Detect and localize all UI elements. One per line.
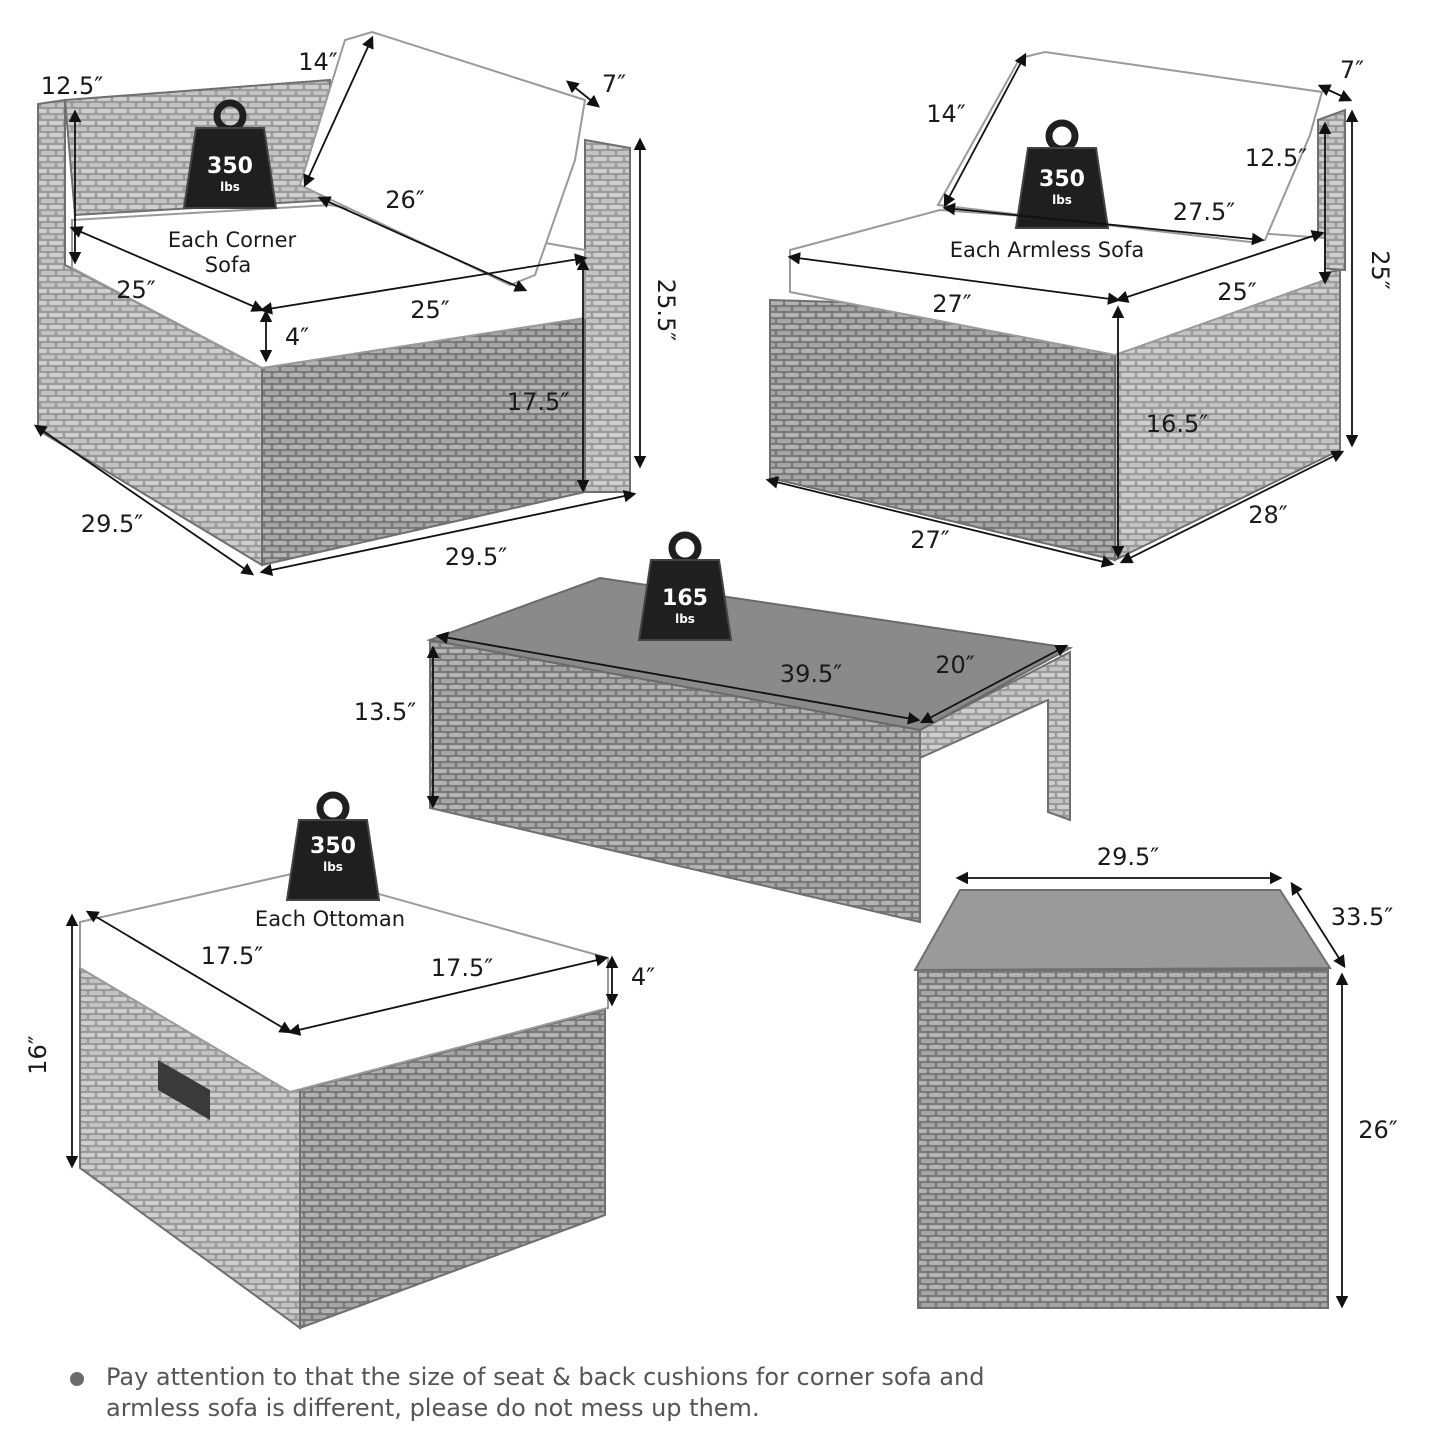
armless-sofa-caption: Each Armless Sofa: [950, 238, 1145, 262]
corner-sofa-arm: [584, 138, 631, 493]
corner-sofa-back-cushion-depth-label: 7″: [602, 70, 626, 98]
corner-sofa-caption-2: Sofa: [205, 253, 251, 277]
armless-sofa-back-cushion-depth-label: 7″: [1340, 56, 1364, 84]
armless-sofa-weight-value: 350: [1039, 167, 1085, 192]
ottoman-caption: Each Ottoman: [255, 907, 405, 931]
ottoman-right-label: 17.5″: [431, 954, 493, 982]
armless-sofa-total-height-label: 25″: [1366, 250, 1394, 290]
corner-sofa-weight-unit: lbs: [220, 180, 240, 194]
storage-box-width-label: 29.5″: [1097, 843, 1159, 871]
table-height-label: 13.5″: [354, 698, 416, 726]
armless-sofa-seat-width-label: 27″: [932, 290, 972, 318]
corner-sofa-arm-height-label: 12.5″: [41, 72, 103, 100]
corner-sofa-base-left-label: 29.5″: [81, 510, 143, 538]
storage-box-top: [913, 889, 1332, 972]
corner-sofa-seat-left-label: 25″: [116, 276, 156, 304]
ottoman-weight-icon: 350 lbs: [287, 795, 379, 900]
ottoman-handle: [158, 1060, 210, 1120]
cushion-note: Pay attention to that the size of seat &…: [106, 1363, 985, 1422]
storage-box: 29.5″ 33.5″ 26″: [913, 843, 1398, 1309]
corner-sofa-caption: Each Corner: [168, 228, 297, 252]
corner-sofa-seat-height-label: 17.5″: [507, 388, 569, 416]
armless-sofa-back-cushion-height-label: 14″: [926, 100, 966, 128]
table-width-label: 20″: [935, 651, 975, 679]
table-length-label: 39.5″: [780, 660, 842, 688]
corner-sofa-base-front-label: 29.5″: [445, 543, 507, 571]
corner-sofa-back-cushion-height-label: 14″: [298, 48, 338, 76]
ottoman-left-label: 17.5″: [201, 942, 263, 970]
ottoman-cushion-label: 4″: [631, 963, 655, 991]
ottoman-weight-unit: lbs: [323, 860, 343, 874]
coffee-table: 165 lbs 39.5″ 20″ 13.5″: [354, 535, 1074, 924]
corner-sofa-back-cushion-width-label: 26″: [385, 186, 425, 214]
armless-sofa-back-cushion-side-label: 12.5″: [1245, 144, 1307, 172]
armless-sofa-base-width-label: 27″: [910, 526, 950, 554]
corner-sofa-seat-right-label: 25″: [410, 296, 450, 324]
table-weight-icon: 165 lbs: [639, 535, 731, 640]
armless-sofa-base-depth-label: 28″: [1248, 501, 1288, 529]
armless-sofa-back-cushion-width-label: 27.5″: [1173, 198, 1235, 226]
table-weight-unit: lbs: [675, 612, 695, 626]
corner-sofa-weight-value: 350: [207, 154, 253, 179]
ottoman: 350 lbs Each Ottoman 17.5″ 17.5″ 4″ 16″: [24, 795, 655, 1330]
armless-sofa: 350 lbs Each Armless Sofa 14″ 7″ 12.5″ 2…: [765, 50, 1394, 568]
storage-box-depth-label: 33.5″: [1331, 903, 1393, 931]
storage-box-front: [917, 969, 1329, 1309]
table-weight-value: 165: [662, 586, 708, 611]
corner-sofa-seat-cushion-label: 4″: [285, 323, 309, 351]
ottoman-weight-value: 350: [310, 834, 356, 859]
armless-sofa-seat-depth-label: 25″: [1217, 278, 1257, 306]
storage-box-height-label: 26″: [1358, 1116, 1398, 1144]
corner-sofa: 350 lbs Each Corner Sofa 12.5″ 14″ 7″ 26…: [33, 30, 680, 577]
armless-sofa-seat-height-label: 16.5″: [1146, 410, 1208, 438]
corner-sofa-total-height-label: 25.5″: [652, 279, 680, 341]
armless-sofa-weight-unit: lbs: [1052, 193, 1072, 207]
corner-sofa-weight-icon: 350 lbs: [184, 103, 276, 208]
ottoman-height-label: 16″: [24, 1035, 52, 1075]
bullet-dot-icon: [70, 1372, 84, 1386]
